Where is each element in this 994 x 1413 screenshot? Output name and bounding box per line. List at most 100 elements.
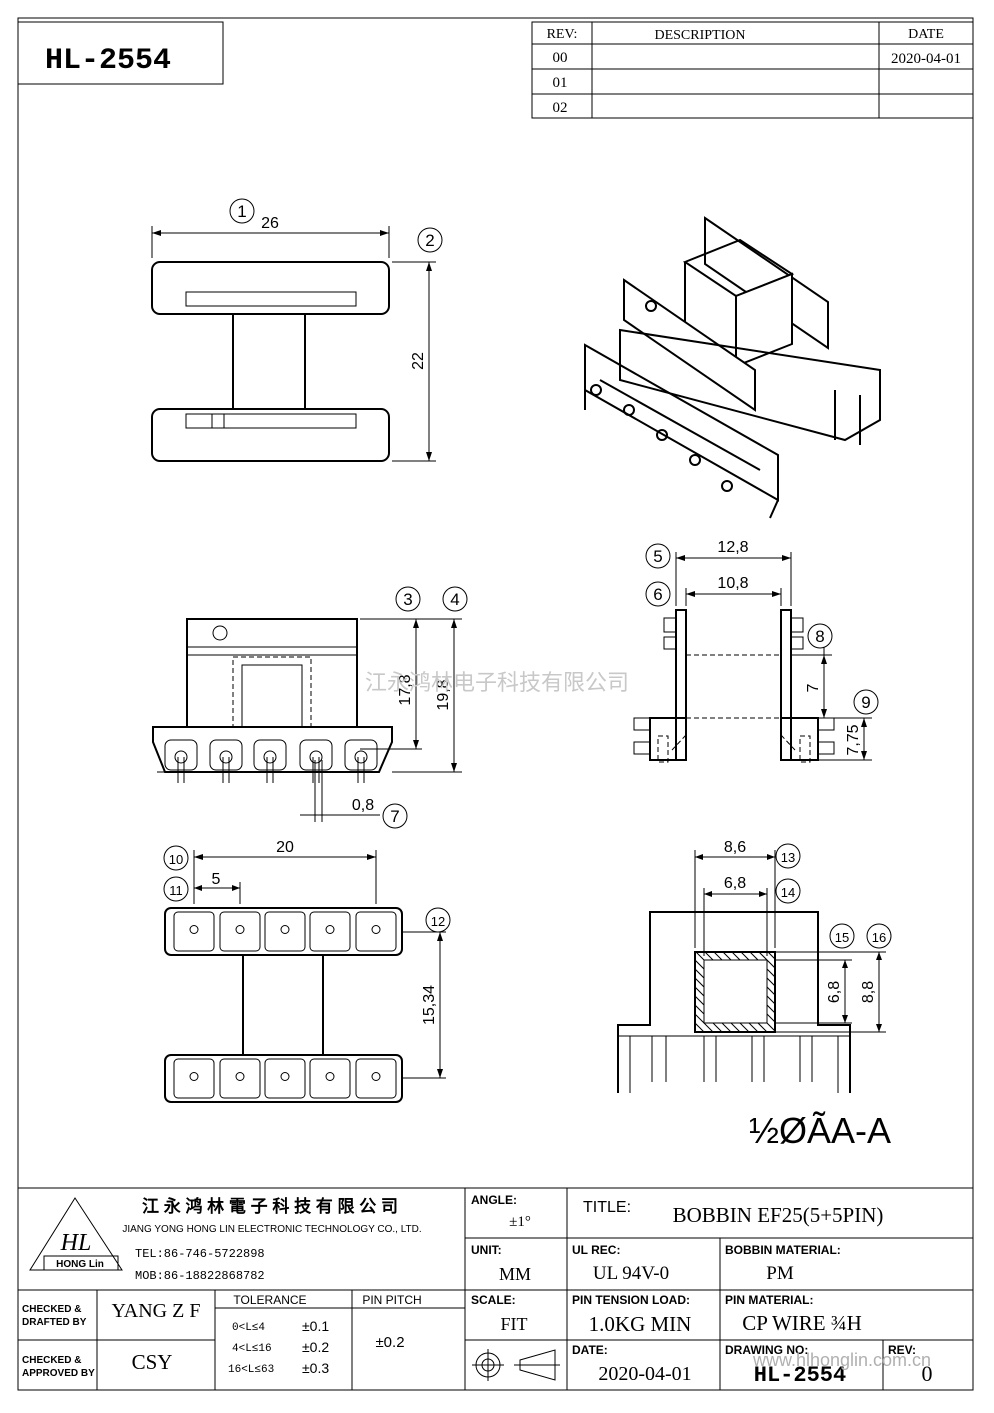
- front-pin-slot: [164, 739, 198, 771]
- balloon-9: 9: [853, 689, 879, 715]
- bottom-pin-pad: [309, 1058, 351, 1099]
- rev-row-0: 00: [553, 50, 568, 66]
- svg-text:8: 8: [815, 627, 824, 646]
- mob: MOB:86-18822868782: [135, 1269, 265, 1283]
- drafted-label-2: DRAFTED BY: [22, 1317, 87, 1328]
- company-name-cn: 江 永 鸿 林 電 子 科 技 有 限 公 司: [142, 1196, 398, 1216]
- dim-6-8-width: 6,8: [724, 875, 746, 892]
- balloon-16: 16: [866, 923, 892, 949]
- bottom-pin-pad: [355, 911, 397, 952]
- hatch-line: [695, 952, 741, 1032]
- description-header: DESCRIPTION: [654, 28, 745, 43]
- angle-label: ANGLE:: [471, 1193, 517, 1207]
- svg-text:3: 3: [403, 590, 412, 609]
- date-value: 2020-04-01: [598, 1363, 691, 1385]
- front-pin: [219, 750, 233, 764]
- svg-text:14: 14: [781, 885, 795, 900]
- pin-tension-value: 1.0KG MIN: [589, 1312, 692, 1336]
- watermark: 江永鸿林电子科技有限公司: [365, 670, 629, 695]
- svg-text:7: 7: [390, 807, 399, 826]
- balloon-8: 8: [807, 623, 833, 649]
- hatch-line: [695, 952, 750, 1032]
- hatch-line: [758, 952, 775, 1032]
- front-pin-slot: [344, 739, 378, 771]
- drafted-label-1: CHECKED &: [22, 1304, 81, 1315]
- hatch-line: [695, 952, 723, 1032]
- date-header: DATE: [908, 27, 944, 42]
- bottom-pin: [235, 925, 245, 934]
- revision-table: REV: DESCRIPTION DATE 00 2020-04-01 01 0…: [531, 21, 974, 119]
- hatch-line: [713, 952, 775, 1032]
- svg-text:11: 11: [169, 883, 183, 898]
- pin-pitch-label: PIN PITCH: [362, 1293, 421, 1307]
- pin-material-value: CP WIRE ¾H: [742, 1311, 862, 1335]
- bottom-pin: [325, 1072, 335, 1081]
- front-view: 17,8 19,8 0,8: [152, 618, 462, 822]
- balloon-2: 2: [417, 227, 443, 253]
- pin-pitch-value: ±0.2: [375, 1334, 404, 1351]
- title-block: HL HONG Lin 江 永 鸿 林 電 子 科 技 有 限 公 司 JIAN…: [17, 1187, 974, 1391]
- drafted-by-value: YANG Z F: [112, 1300, 201, 1322]
- svg-text:1: 1: [237, 202, 246, 221]
- angle-value: ±1°: [509, 1214, 531, 1230]
- bottom-pin-pad: [264, 911, 306, 952]
- balloon-14: 14: [775, 878, 801, 904]
- bottom-pin-pad: [173, 1058, 215, 1099]
- title-label: TITLE:: [583, 1199, 631, 1216]
- front-pin-slot: [253, 739, 287, 771]
- svg-text:6: 6: [653, 585, 662, 604]
- dim-19-8: 19,8: [435, 679, 452, 710]
- bottom-pin-pad: [264, 1058, 306, 1099]
- dim-5: 5: [212, 871, 221, 888]
- isometric-view: [584, 216, 881, 519]
- approved-label-1: CHECKED &: [22, 1355, 81, 1366]
- svg-text:16: 16: [872, 930, 886, 945]
- svg-text:15: 15: [835, 930, 849, 945]
- balloon-7: 7: [382, 803, 408, 829]
- hatch-line: [695, 952, 732, 1032]
- rev-row-2: 02: [553, 100, 568, 116]
- bottom-pin: [235, 1072, 245, 1081]
- dim-7: 7: [805, 683, 822, 692]
- dim-8-8: 8,8: [860, 981, 877, 1003]
- svg-text:2: 2: [425, 231, 434, 250]
- side-view: 12,8 10,8 7 7,75: [633, 539, 872, 763]
- bottom-pin: [189, 925, 199, 934]
- svg-text:4: 4: [450, 590, 459, 609]
- hatch-line: [722, 952, 775, 1032]
- company-logo: HL HONG Lin: [29, 1197, 123, 1271]
- svg-text:10: 10: [169, 852, 183, 867]
- rev-label: REV:: [888, 1343, 916, 1357]
- scale-value: FIT: [501, 1314, 528, 1334]
- bottom-pin-pad: [355, 1058, 397, 1099]
- drawing-number-label: DRAWING NO:: [725, 1343, 808, 1357]
- bottom-pin: [280, 925, 290, 934]
- balloon-15: 15: [829, 923, 855, 949]
- rev-header: REV:: [547, 27, 578, 42]
- hatch-line: [731, 952, 775, 1032]
- dim-15-34: 15,34: [421, 985, 438, 1025]
- dim-0-8: 0,8: [352, 797, 374, 814]
- tolerance-label: TOLERANCE: [233, 1293, 306, 1307]
- hatch-line: [695, 952, 714, 1032]
- bottom-pin: [371, 1072, 381, 1081]
- bottom-pin-pad: [309, 911, 351, 952]
- dim-22: 22: [410, 352, 427, 370]
- svg-text:9: 9: [861, 693, 870, 712]
- bottom-pin: [325, 925, 335, 934]
- part-number: HL-2554: [45, 44, 171, 78]
- balloon-1: 1: [229, 198, 255, 224]
- hatch-line: [704, 952, 775, 1032]
- front-pin: [354, 750, 368, 764]
- approved-by-value: CSY: [132, 1350, 173, 1374]
- section-view: 8,6 6,8 6,8 8,8 ½ØÃA-A: [617, 839, 891, 1151]
- pin-tension-label: PIN TENSION LOAD:: [572, 1293, 690, 1307]
- balloon-13: 13: [775, 843, 801, 869]
- rev-row-1: 01: [553, 75, 568, 91]
- bottom-view: 20 5 15,34: [164, 839, 446, 1103]
- front-pin: [174, 750, 188, 764]
- website: www.hlhonglin.com.cn: [752, 1350, 931, 1370]
